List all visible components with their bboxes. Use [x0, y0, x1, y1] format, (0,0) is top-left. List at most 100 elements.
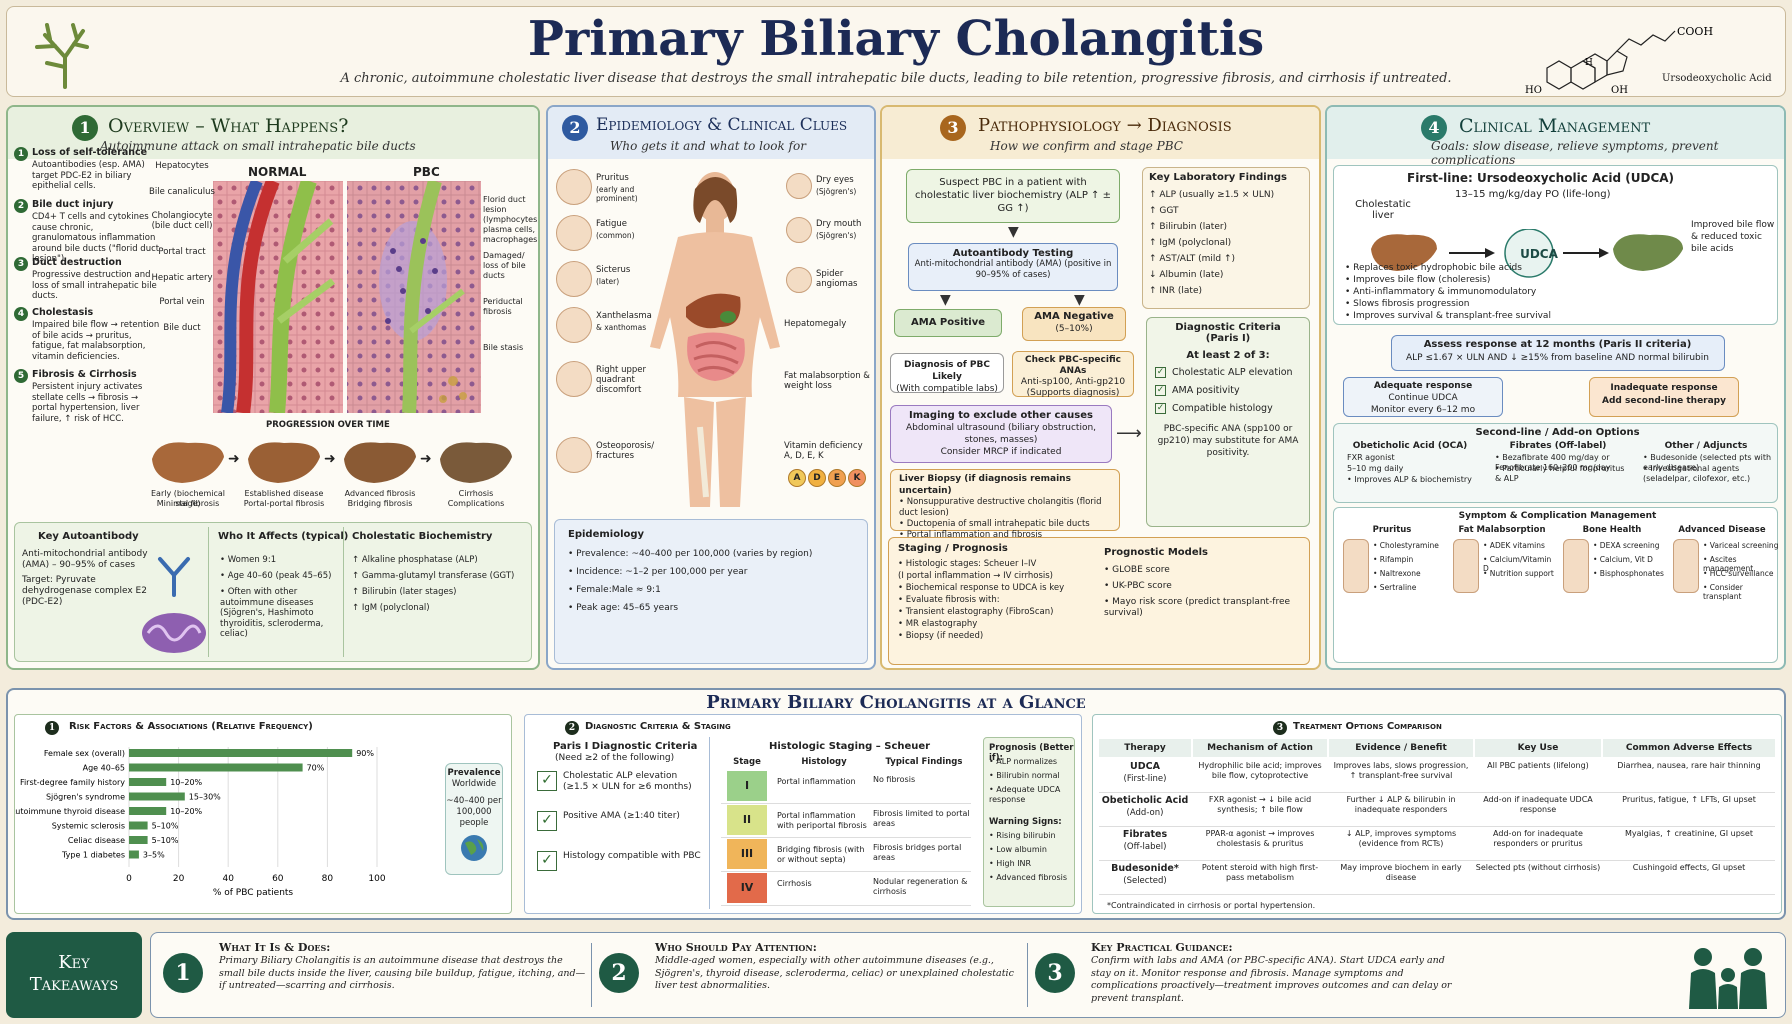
patho-number: 3 — [940, 115, 966, 141]
treat-ae: Myalgias, ↑ creatinine, GI upset — [1624, 829, 1753, 838]
second-line-item: • Budesonide (selected pts with early di… — [1643, 453, 1772, 472]
second-line-box — [1333, 423, 1778, 503]
histology-label: Hepatic artery — [151, 273, 213, 283]
takeaways-label: Key Takeaways — [6, 932, 142, 1018]
cholestatic-liver-label: Cholestatic liver — [1355, 199, 1411, 221]
mgmt-header: 4 Clinical Management Goals: slow diseas… — [1327, 107, 1784, 167]
step-title: Duct destruction — [32, 257, 122, 268]
treat-title: Treatment Options Comparison — [1293, 721, 1442, 732]
staging-item: • MR elastography — [898, 619, 978, 629]
value-label: 5–10% — [152, 822, 179, 831]
sign-label: Osteoporosis/ fractures — [596, 441, 655, 461]
epi-item: • Peak age: 45–65 years — [568, 603, 679, 613]
key-autoantibody-title: Key Autoantibody — [38, 531, 139, 542]
page-title: Primary Biliary Cholangitis — [527, 11, 1265, 67]
udca-flow-illustration — [1371, 229, 1683, 278]
staging-item: • Biopsy (if needed) — [898, 631, 984, 641]
progression-title: PROGRESSION OVER TIME — [266, 420, 390, 430]
bile-duct-tree-icon — [35, 23, 89, 89]
histology-label: Bile stasis — [483, 343, 524, 352]
sign-icon — [786, 173, 812, 199]
staging-title: Staging / Prognosis — [898, 543, 1008, 554]
value-label: 10–20% — [170, 778, 202, 787]
criteria-item: ✓Cholestatic ALP elevation — [1155, 367, 1301, 379]
stage-histology: Portal inflammation with periportal fibr… — [777, 811, 867, 830]
sign-sub: (later) — [596, 277, 620, 286]
patho-header: 3 Pathophysiology → Diagnosis How we con… — [882, 107, 1319, 159]
prevalence-sub: Worldwide — [451, 779, 497, 789]
treat-header: Therapy — [1099, 739, 1191, 757]
prognosis-title: Prognosis (Better if): — [989, 743, 1074, 763]
treat-moa: FXR agonist → ↓ bile acid synthesis; ↑ b… — [1208, 795, 1312, 814]
adequate-2: Monitor every 6–12 mo — [1370, 405, 1476, 415]
step-text: Progressive destruction and loss of smal… — [32, 270, 157, 301]
symptom-item: • Ascites management — [1703, 555, 1754, 573]
sign-label: Dry eyes — [816, 175, 854, 185]
pathophysiology-panel: 3 Pathophysiology → Diagnosis How we con… — [880, 105, 1321, 670]
second-line-item: • Improves ALP & biochemistry — [1347, 475, 1472, 484]
diagnosis-likely-label: Diagnosis of PBC Likely — [904, 360, 990, 382]
treat-evidence: Further ↓ ALP & bilirubin in inadequate … — [1346, 795, 1456, 814]
divider — [343, 527, 344, 657]
sign-sub: & xanthomas — [596, 323, 647, 332]
sign-label: Fat malabsorption & weight loss — [784, 371, 870, 391]
divider — [1099, 894, 1775, 895]
labs-list: ↑ ALP (usually ≥1.5 × ULN)↑ GGT↑ Bilirub… — [1149, 187, 1303, 299]
lab-item: ↑ Bilirubin (later) — [1149, 222, 1228, 232]
treat-header: Key Use — [1475, 739, 1601, 757]
liver-icon — [344, 442, 416, 483]
vitamin-badge: A — [788, 469, 806, 487]
benefit-item: • Replaces toxic hydrophobic bile acids — [1345, 263, 1522, 273]
takeaways-title1: Key — [58, 952, 90, 973]
treat-moa: Potent steroid with high first-pass meta… — [1201, 863, 1319, 882]
checkbox-icon: ✓ — [537, 851, 557, 871]
staging-item: (I portal inflammation → IV cirrhosis) — [898, 571, 1053, 581]
autoantibody-text: Anti-mitochondrial antibody (AMA) (posit… — [914, 259, 1112, 280]
biopsy-box: Liver Biopsy (if diagnosis remains uncer… — [890, 469, 1120, 540]
histology-label: Portal tract — [158, 247, 206, 257]
histology-label: Florid duct lesion (lymphocytes, plasma … — [483, 195, 540, 244]
staging-item: • Histologic stages: Scheuer I–IV — [898, 559, 1037, 569]
takeaway-number: 1 — [163, 953, 203, 993]
key-autoantibody-text1: Anti-mitochondrial antibody (AMA) – 90–9… — [22, 549, 148, 570]
risk-bar — [129, 807, 167, 815]
symptom-icon — [1563, 539, 1589, 593]
treat-use: Add-on if inadequate UDCA response — [1483, 795, 1593, 814]
treat-ae: Pruritus, fatigue, ↑ LFTs, GI upset — [1622, 795, 1756, 804]
lab-item: ↑ IgM (polyclonal) — [1149, 238, 1232, 248]
sign-label: Right upper quadrant discomfort — [596, 365, 646, 395]
second-line-item: 5–10 mg daily — [1347, 464, 1404, 473]
x-axis-label: % of PBC patients — [213, 888, 294, 898]
treat-header: Mechanism of Action — [1193, 739, 1327, 757]
autoantibody-box: Autoantibody Testing Anti-mitochondrial … — [908, 243, 1118, 291]
second-line-item: • Particularly helpful for pruritus & AL… — [1495, 464, 1625, 483]
step-number: 5 — [14, 369, 28, 383]
arrow-right-icon: ➜ — [324, 451, 336, 467]
assess-title: Assess response at 12 months (Paris II c… — [1423, 339, 1692, 350]
who-item: • Women 9:1 — [220, 555, 277, 565]
treat-header: Common Adverse Effects — [1603, 739, 1775, 757]
progression-label: Portal-portal fibrosis — [243, 499, 325, 508]
treat-note: *Contraindicated in cirrhosis or portal … — [1107, 901, 1316, 910]
paris-sub: (Need ≥2 of the following) — [555, 753, 675, 763]
symptom-box — [1333, 507, 1778, 663]
symptom-item: • Calcium/Vitamin D — [1483, 555, 1552, 573]
warning-item: • Low albumin — [989, 845, 1047, 854]
step-title: Cholestasis — [32, 307, 94, 318]
ama-negative-label: AMA Negative — [1034, 311, 1114, 322]
benefit-item: • Anti-inflammatory & immunomodulatory — [1345, 287, 1537, 297]
category-label: Sjögren's syndrome — [46, 793, 125, 802]
benefit-item: • Improves bile flow (choleresis) — [1345, 275, 1491, 285]
diag-title: Diagnostic Criteria & Staging — [585, 721, 731, 732]
treat-evidence: Improves labs, slows progression, ↑ tran… — [1333, 761, 1469, 780]
inadequate-title: Inadequate response — [1610, 383, 1718, 393]
lab-item: ↑ ALP (usually ≥1.5 × ULN) — [1149, 190, 1275, 200]
stage-cell: I — [727, 771, 767, 801]
antibody-mitochondria-icon — [142, 557, 206, 653]
sign-label: Xanthelasma — [596, 311, 652, 321]
step-text: Impaired bile flow → retention of bile a… — [32, 320, 160, 362]
paris-item: Cholestatic ALP elevation (≥1.5 × ULN fo… — [563, 771, 692, 792]
stage-histology: Portal inflammation — [777, 777, 856, 786]
biopsy-item: • Ductopenia of small intrahepatic bile … — [899, 519, 1090, 529]
